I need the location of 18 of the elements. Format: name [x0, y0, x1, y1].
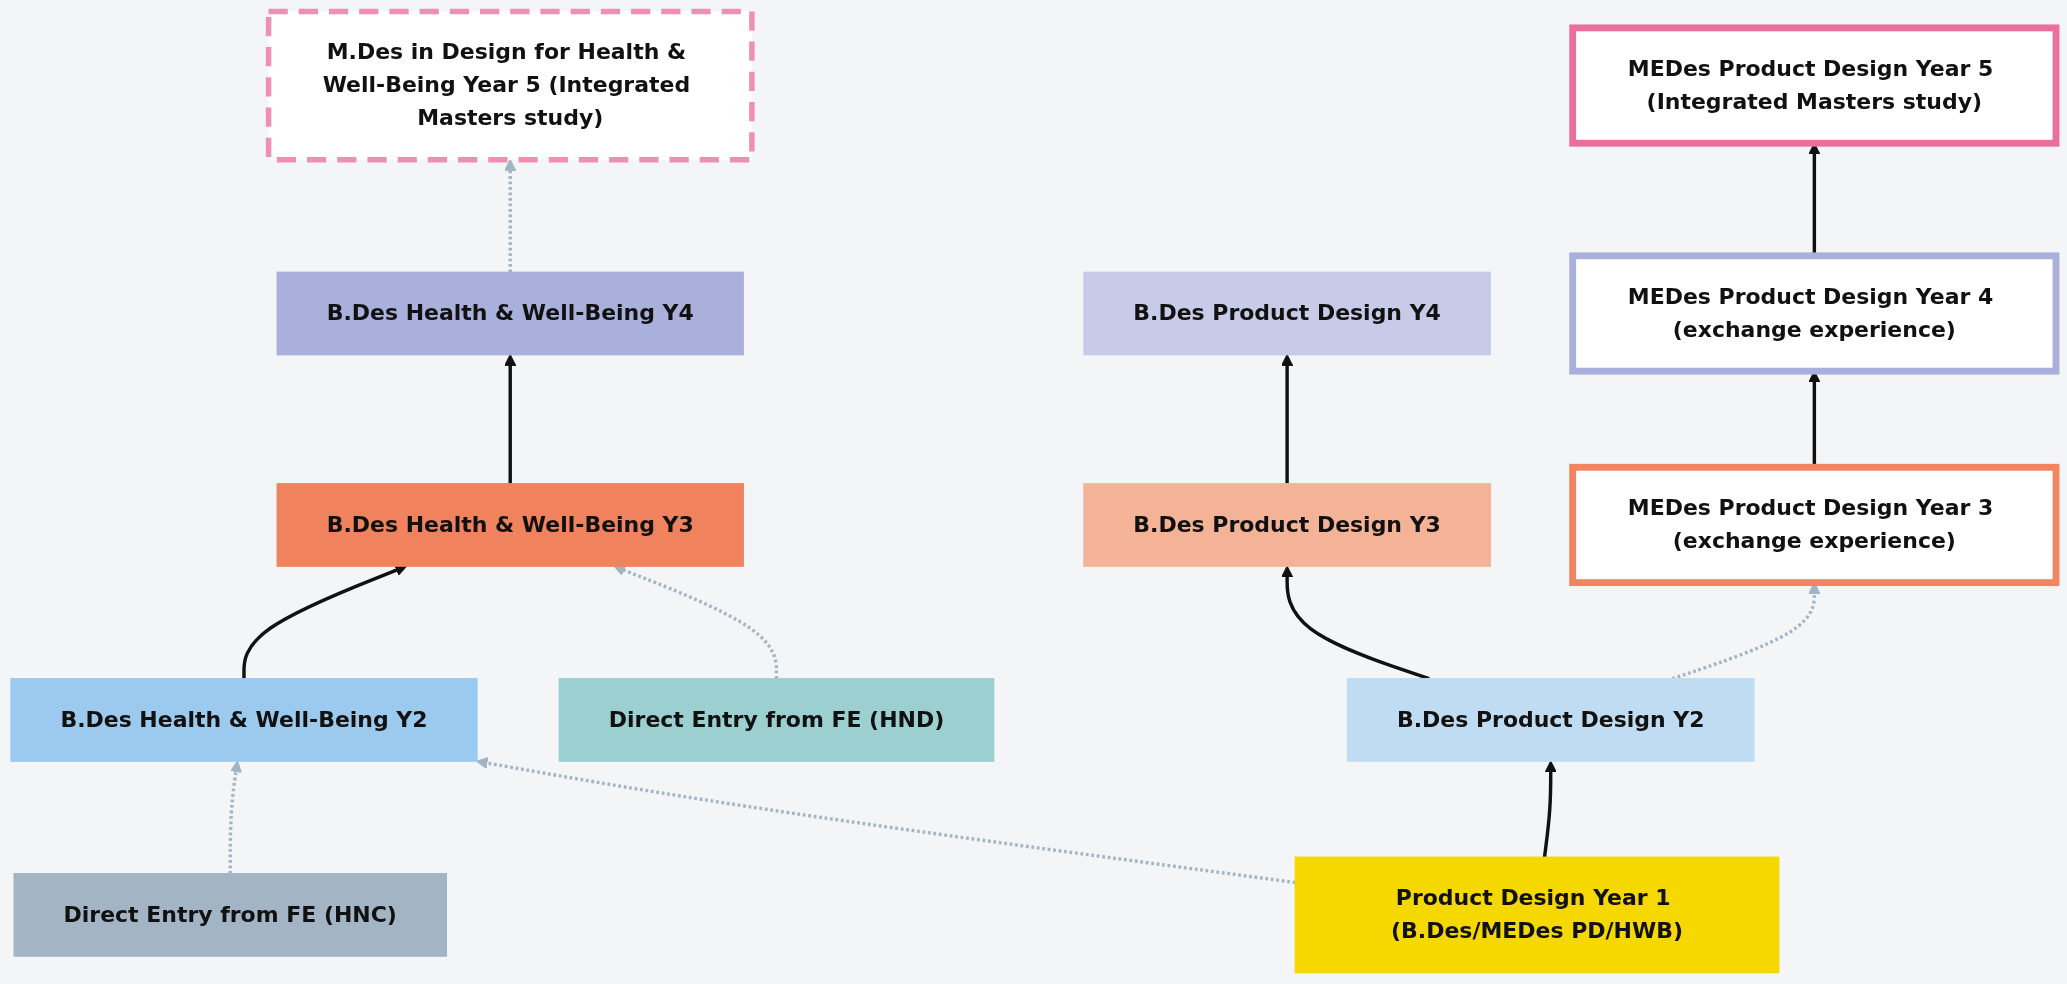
node-box: MEDes Product Design Year 3 (exchange experience)	[1569, 463, 2060, 587]
node-box: MEDes Product Design Year 5 (Integrated Masters study)	[1569, 24, 2060, 147]
node-box: B.Des Health & Well-Being Y4	[276, 271, 744, 356]
node-box: Direct Entry from FE (HNC)	[13, 873, 447, 957]
node-box: B.Des Product Design Y4	[1083, 271, 1491, 356]
node-box: B.Des Health & Well-Being Y3	[276, 483, 744, 567]
arrow	[504, 354, 517, 484]
arrow	[1281, 354, 1294, 484]
node-box: B.Des Health & Well-Being Y2	[10, 678, 478, 762]
arrow	[228, 760, 242, 874]
arrow	[1542, 760, 1557, 858]
node-box: B.Des Product Design Y2	[1346, 678, 1755, 762]
node-box: MEDes Product Design Year 4 (exchange experience)	[1569, 252, 2060, 375]
arrow	[476, 757, 1296, 885]
node-box: Product Design Year 1 (B.Des/MEDes PD/HWB)	[1294, 856, 1780, 974]
node-box: Direct Entry from FE (HND)	[558, 678, 995, 762]
node-box: M.Des in Design for Health & Well-Being Year 5 (Integrated Masters study)	[265, 8, 755, 163]
node-box: B.Des Product Design Y3	[1083, 483, 1491, 567]
